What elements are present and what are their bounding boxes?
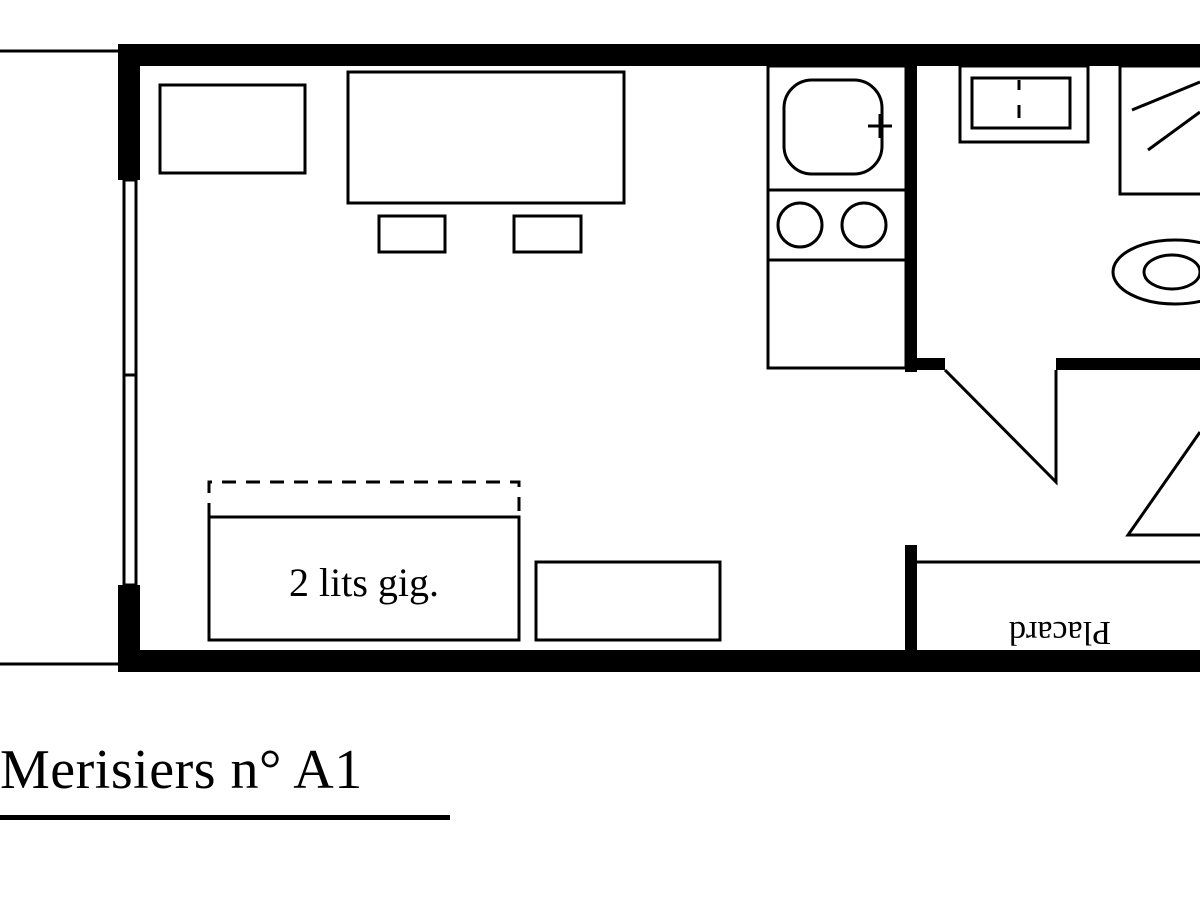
bathroom xyxy=(958,64,1200,306)
left-wall-lower xyxy=(118,585,140,672)
bottom-wall xyxy=(120,650,1200,672)
doors xyxy=(943,368,1200,537)
kitchen xyxy=(766,64,908,370)
shower xyxy=(1118,64,1200,196)
bunk-bed-upper xyxy=(207,480,521,517)
bed-label: 2 lits gig. xyxy=(289,560,439,605)
bunk-bed xyxy=(207,515,521,642)
sofa xyxy=(158,83,307,175)
apartment-title: Merisiers n° A1 xyxy=(0,739,363,801)
bench xyxy=(534,560,722,642)
closet-side-wall xyxy=(905,545,917,660)
window xyxy=(122,178,138,587)
table xyxy=(346,70,626,205)
toilet xyxy=(1111,238,1200,306)
top-wall xyxy=(120,44,1200,66)
closet-label: Placard xyxy=(1009,614,1111,651)
chair-right xyxy=(512,214,583,254)
title-underline xyxy=(0,815,450,820)
kitchen-bath-wall xyxy=(905,60,917,372)
kitchen-counter xyxy=(766,64,908,370)
sink xyxy=(782,78,884,176)
hob-left xyxy=(776,201,824,249)
hob-right xyxy=(840,201,888,249)
washbasin xyxy=(958,64,1090,144)
chair-left xyxy=(377,214,447,254)
left-wall-upper xyxy=(118,44,140,180)
bathroom-door xyxy=(943,368,1058,486)
walls xyxy=(118,44,1200,672)
bath-bottom-wall-right xyxy=(1056,358,1200,370)
furniture xyxy=(158,70,722,642)
bath-bottom-wall-left xyxy=(905,358,945,370)
washbasin-bowl xyxy=(970,76,1072,130)
entrance-door xyxy=(1125,431,1200,537)
balcony xyxy=(0,49,120,666)
